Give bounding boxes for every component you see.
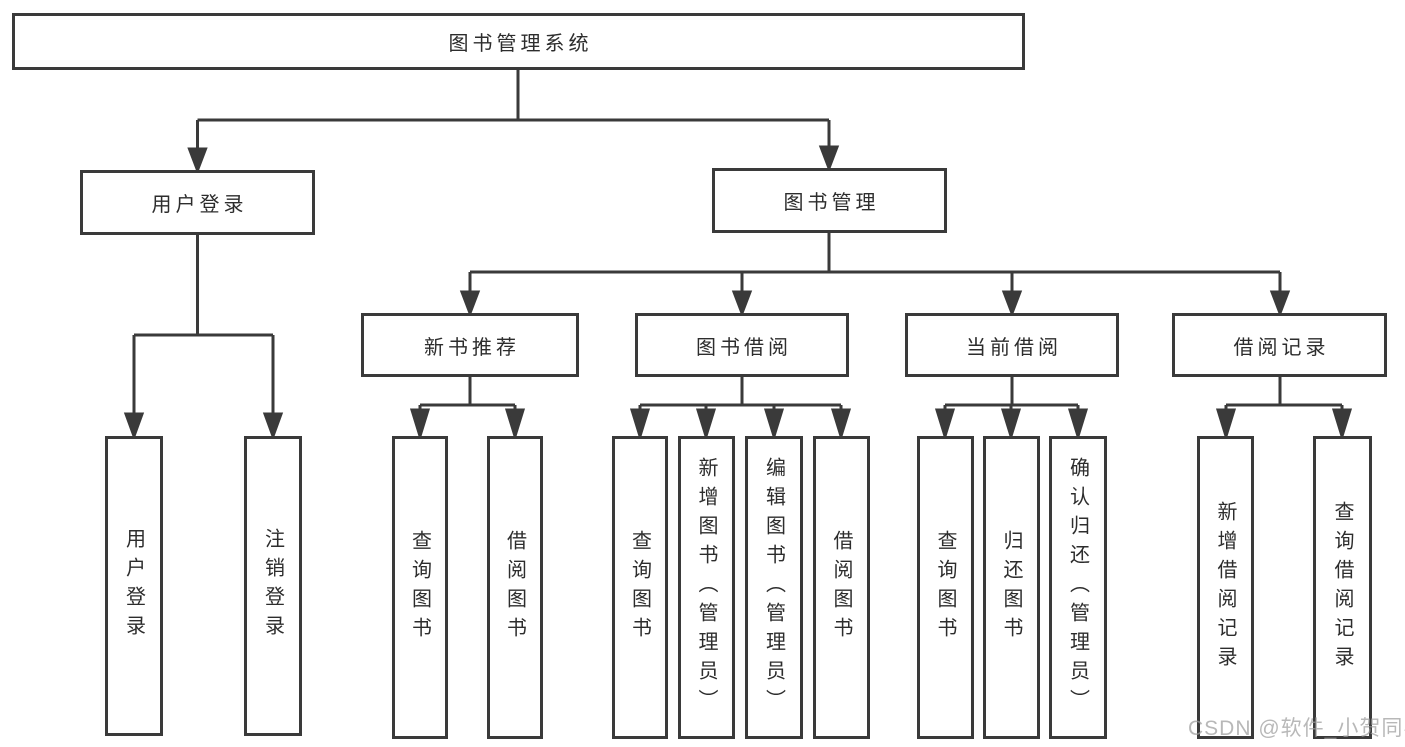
leaf-records-query-borrow-record: 查询借阅记录: [1313, 436, 1372, 739]
leaf-current-query-books: 查询图书: [917, 436, 974, 739]
node-new-book-recommend: 新书推荐: [361, 313, 579, 377]
leaf-current-confirm-return-admin: 确认归还（管理员）: [1049, 436, 1107, 739]
arrowhead: [1001, 290, 1023, 318]
leaf-newbook-borrow-books: 借阅图书: [487, 436, 543, 739]
leaf-borrowing-query-books: 查询图书: [612, 436, 668, 739]
node-borrow-records: 借阅记录: [1172, 313, 1387, 377]
leaf-user-login: 用户登录: [105, 436, 163, 736]
connector-book-borrow-children: [629, 377, 852, 442]
connector-current-borrow-children: [934, 377, 1089, 442]
connector-user-login-children: [123, 235, 284, 441]
leaf-borrowing-edit-books-admin: 编辑图书（管理员）: [745, 436, 803, 739]
arrowhead: [1067, 408, 1089, 442]
connector-book-mgmt-children: [459, 233, 1291, 318]
leaf-newbook-query-books: 查询图书: [392, 436, 448, 739]
node-root-library-system: 图书管理系统: [12, 13, 1025, 70]
arrowhead: [629, 408, 651, 442]
arrowhead: [763, 408, 785, 442]
leaf-records-add-borrow-record: 新增借阅记录: [1197, 436, 1254, 739]
connector-new-book-children: [409, 377, 526, 442]
arrowhead: [1269, 290, 1291, 318]
arrowhead: [123, 412, 145, 441]
arrowhead: [818, 145, 840, 173]
arrowhead: [1215, 408, 1237, 442]
leaf-borrowing-borrow-books: 借阅图书: [813, 436, 870, 739]
arrowhead: [1331, 408, 1353, 442]
arrowhead: [934, 408, 956, 442]
connector-root-to-level2: [187, 70, 840, 175]
node-book-management: 图书管理: [712, 168, 947, 233]
node-user-login: 用户登录: [80, 170, 315, 235]
arrowhead: [187, 147, 208, 175]
leaf-borrowing-add-books-admin: 新增图书（管理员）: [678, 436, 735, 739]
arrowhead: [695, 408, 717, 442]
arrowhead: [830, 408, 852, 442]
arrowhead: [262, 412, 284, 441]
leaf-current-return-books: 归还图书: [983, 436, 1040, 739]
arrowhead: [1000, 408, 1022, 442]
arrowhead: [504, 408, 526, 442]
connector-borrow-records-children: [1215, 377, 1353, 442]
node-current-borrowing: 当前借阅: [905, 313, 1119, 377]
arrowhead: [409, 408, 431, 442]
arrowhead: [459, 290, 481, 318]
node-book-borrowing: 图书借阅: [635, 313, 849, 377]
leaf-logout: 注销登录: [244, 436, 302, 736]
csdn-watermark: CSDN @软件_小贺同学: [1188, 717, 1405, 740]
arrowhead: [731, 290, 753, 318]
